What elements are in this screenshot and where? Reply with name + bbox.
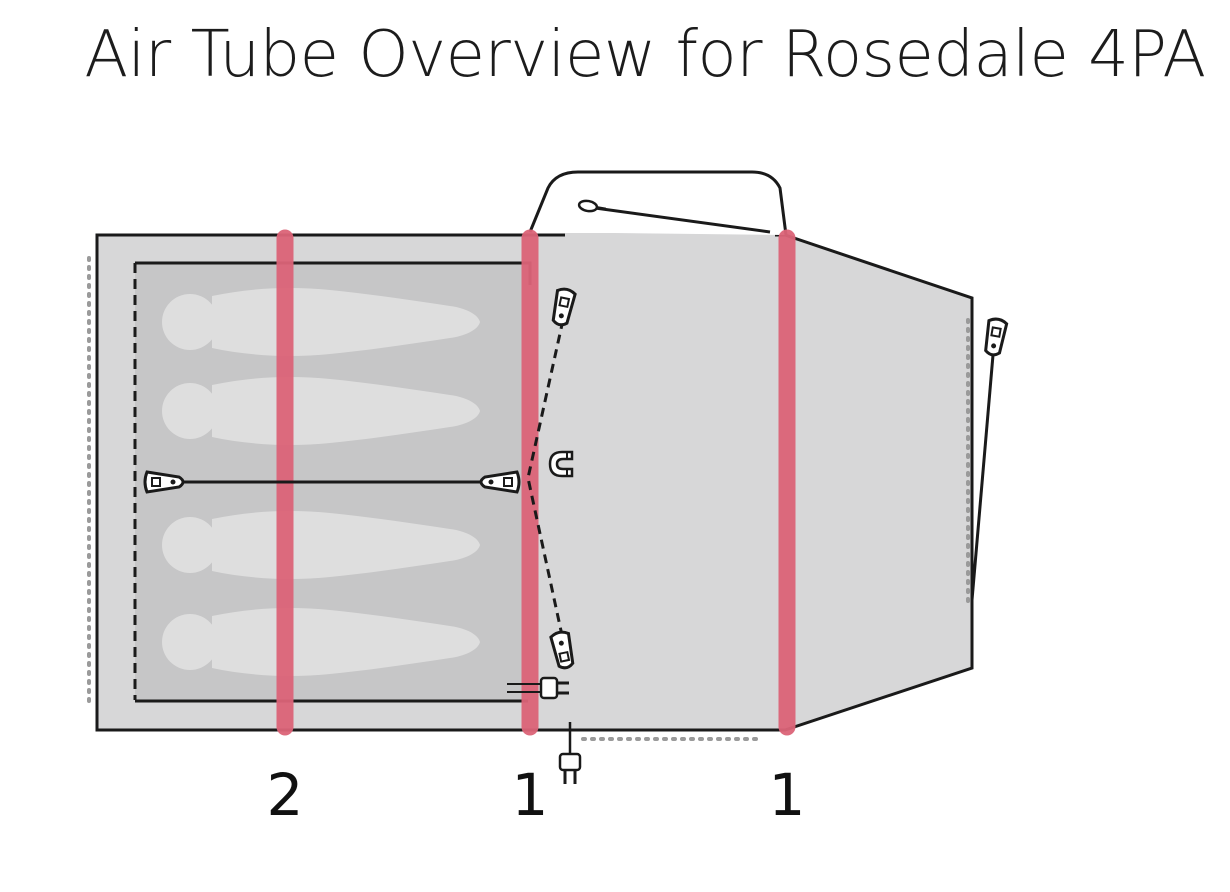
toggle-tensioner-icon [479,470,521,494]
tube-number-label: 2 [267,761,304,829]
toggle-tensioner-icon [143,470,185,494]
hook-icon [549,630,575,670]
electric-plug-icon [558,722,582,784]
hook-icon [551,287,577,327]
electric-plug-icon [507,676,569,700]
tube-number-label: 1 [769,761,806,829]
awning-canopy [528,170,788,236]
tube-number-label: 1 [512,761,549,829]
peg-icon [577,199,606,213]
diagram-title: Air Tube Overview for Rosedale 4PA [84,18,1206,92]
hook-icon [984,317,1009,357]
door-zip-line [526,319,565,641]
magnet-icon [548,450,574,478]
